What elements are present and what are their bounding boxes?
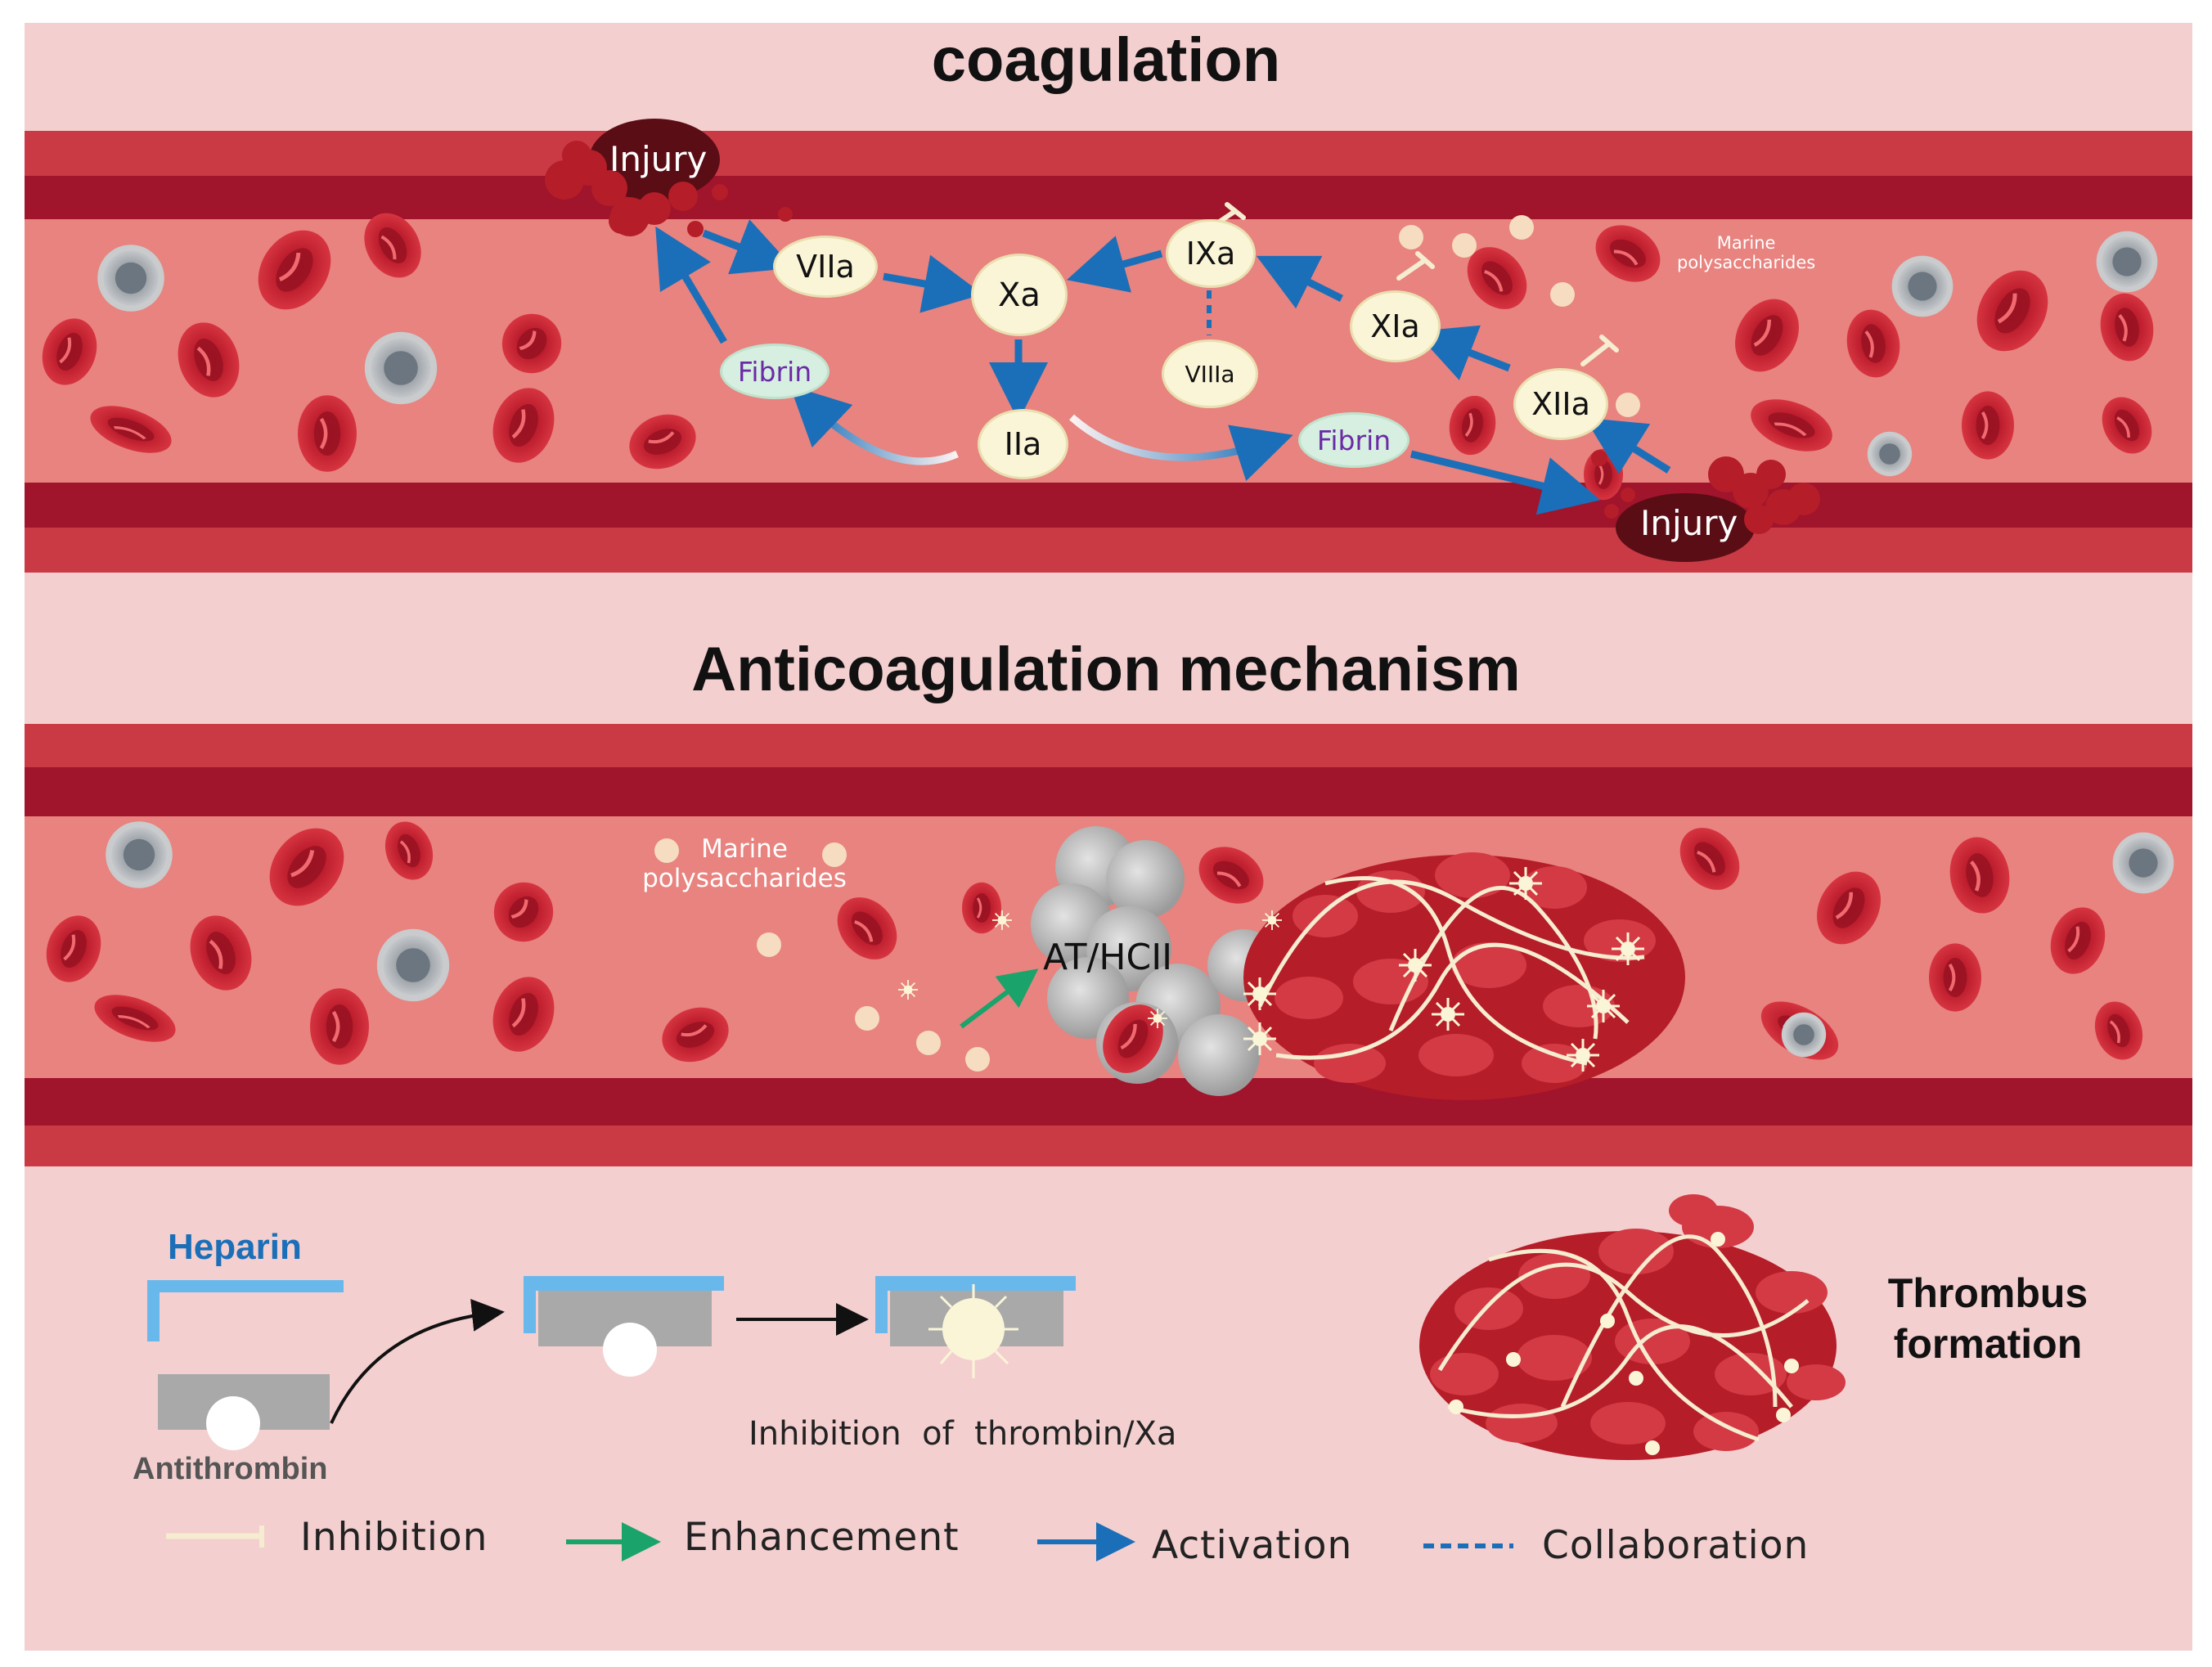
heparin-label: Heparin	[168, 1227, 302, 1267]
factor-xiia-node: XIIa	[1513, 368, 1608, 440]
bottom-polysaccharide-beads	[654, 838, 990, 1072]
title-anticoagulation: Anticoagulation mechanism	[691, 635, 1521, 704]
injury-left-clot	[545, 119, 793, 237]
bottom-thrombus	[1242, 852, 1685, 1100]
factor-viiia-node: VIIIa	[1162, 339, 1258, 408]
factor-viia-node: VIIa	[773, 236, 878, 298]
injury-right-label: Injury	[1640, 503, 1738, 543]
legend-glyphs	[166, 1522, 1513, 1561]
injury-right-clot	[1591, 450, 1820, 562]
inhibition-caption: Inhibition of thrombin/Xa	[749, 1415, 1177, 1453]
heparin-schematic	[147, 1276, 1076, 1450]
factor-iia-node: IIa	[978, 409, 1068, 479]
curve-to-fibrin-right	[1069, 414, 1293, 482]
legend-enhancement-label: Enhancement	[684, 1515, 960, 1560]
legend-activation-label: Activation	[1152, 1523, 1353, 1568]
legend-inhibition-label: Inhibition	[300, 1515, 488, 1560]
fibrin-left-node: Fibrin	[720, 344, 830, 399]
antithrombin-label: Antithrombin	[133, 1452, 328, 1486]
marine-polysaccharides-top-label: Marine polysaccharides	[1677, 233, 1816, 272]
marine-polysaccharides-bottom-label: Marine polysaccharides	[642, 834, 847, 893]
injury-left-label: Injury	[609, 139, 708, 179]
thrombus-illustration	[1419, 1194, 1846, 1460]
fibrin-right-node: Fibrin	[1298, 412, 1409, 468]
curve-to-fibrin-left	[789, 385, 959, 465]
enhancement-arrow-diagram	[960, 968, 1039, 1029]
factor-ixa-node: IXa	[1166, 219, 1256, 288]
at-hcii-label: AT/HCII	[1043, 937, 1173, 978]
top-activation-arrows	[655, 219, 1671, 515]
factor-xia-node: XIa	[1350, 290, 1441, 362]
thrombus-formation-label: Thrombus formation	[1887, 1270, 2088, 1367]
top-polysaccharide-beads	[1399, 215, 1640, 417]
factor-xa-node: Xa	[971, 254, 1068, 336]
legend-collaboration-label: Collaboration	[1542, 1523, 1810, 1568]
title-coagulation: coagulation	[931, 25, 1281, 95]
